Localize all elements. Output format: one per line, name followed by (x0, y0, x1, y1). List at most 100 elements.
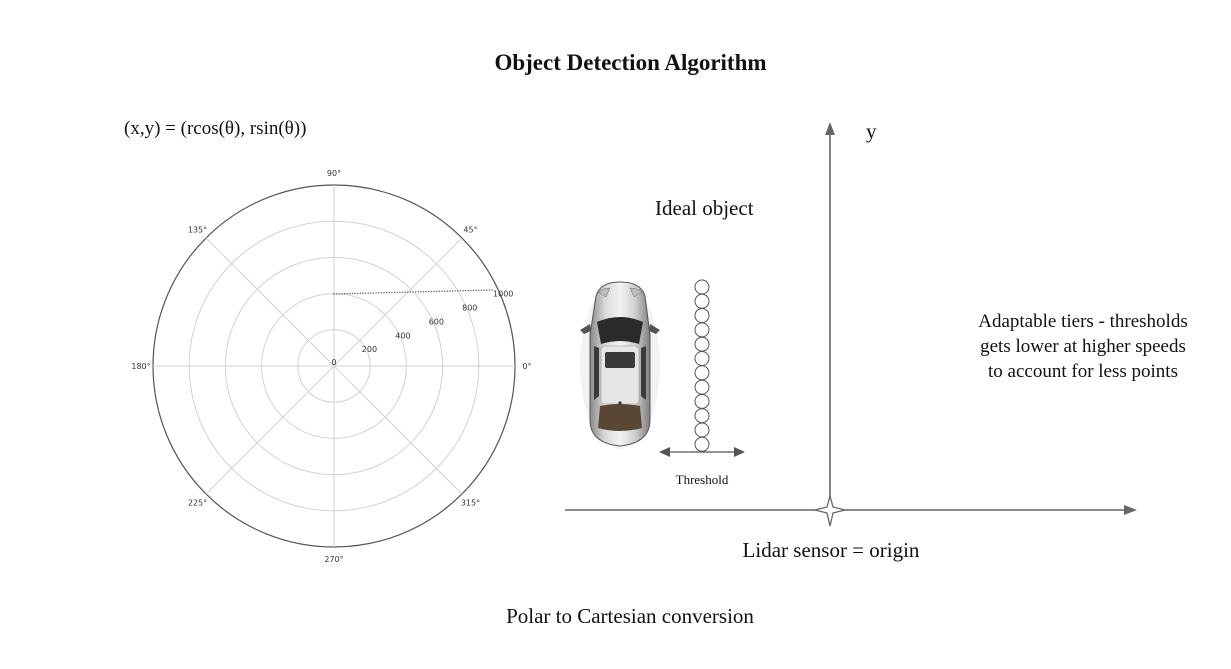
scan-point (446, 290, 448, 292)
scan-point (380, 292, 383, 294)
page-title: Object Detection Algorithm (494, 50, 767, 75)
angle-tick-label: 45° (463, 226, 477, 235)
scan-point (483, 289, 485, 291)
arrow-left-icon (659, 447, 670, 457)
object-point-circle (694, 351, 710, 366)
ideal-object-points (694, 279, 710, 452)
scan-point (472, 289, 475, 292)
scan-point (354, 292, 356, 295)
scan-point (362, 292, 364, 294)
object-point-circle (694, 322, 710, 338)
polar-spoke (205, 237, 335, 367)
scan-point (464, 289, 467, 292)
scan-point (364, 292, 367, 294)
scan-point (491, 289, 493, 291)
radial-tick-label: 0 (331, 358, 336, 367)
scan-point (441, 290, 443, 292)
angle-tick-label: 135° (188, 226, 207, 235)
scan-point (478, 289, 480, 292)
scan-point (449, 290, 451, 292)
scan-point (457, 290, 459, 292)
scan-point (443, 290, 446, 292)
scan-point (383, 292, 385, 294)
tiers-line: Adaptable tiers - thresholds (978, 311, 1188, 332)
polar-spoke (333, 237, 463, 367)
tiers-line: gets lower at higher speeds (980, 336, 1186, 357)
scan-point (346, 292, 348, 295)
scan-point (467, 289, 469, 292)
angle-tick-label: 180° (131, 362, 150, 371)
object-point-circle (694, 436, 710, 452)
scan-point (399, 291, 401, 294)
conversion-formula: (x,y) = (rcos(θ), rsin(θ)) (124, 118, 307, 139)
angle-tick-label: 0° (522, 362, 531, 371)
scan-point (343, 293, 346, 295)
scan-point (420, 291, 422, 293)
object-point-circle (694, 422, 710, 438)
scan-point (393, 291, 396, 294)
scan-point (425, 290, 427, 293)
car-top-view-icon (580, 281, 660, 449)
object-point-circle (694, 393, 710, 409)
object-point-circle (694, 365, 710, 381)
scan-point (396, 291, 398, 294)
x-axis-arrow-icon (1124, 505, 1137, 515)
threshold-label: Threshold (675, 472, 729, 487)
adaptable-tiers-note: Adaptable tiers - thresholds gets lower … (955, 309, 1211, 384)
scan-point (359, 292, 362, 295)
scan-point (433, 290, 435, 293)
scan-point (338, 293, 340, 295)
angle-tick-label: 225° (188, 498, 207, 507)
scan-point (438, 290, 441, 293)
scan-point (480, 289, 483, 291)
scan-point (385, 291, 388, 294)
scan-point (335, 293, 338, 295)
scan-point (454, 290, 456, 292)
polar-grid: 0°45°90°135°180°225°270°315°020040060080… (131, 169, 531, 564)
angle-tick-label: 315° (461, 498, 480, 507)
origin-label: Lidar sensor = origin (742, 538, 920, 562)
scan-point (462, 290, 464, 292)
scan-point (414, 291, 417, 293)
scan-point (388, 291, 390, 294)
scan-point (367, 292, 369, 294)
lidar-sensor-star-icon (814, 493, 846, 527)
object-point-circle (694, 336, 710, 352)
scan-point (349, 292, 351, 295)
scan-point (341, 293, 343, 295)
scan-point (370, 292, 372, 294)
arrow-right-icon (734, 447, 745, 457)
object-point-circle (694, 293, 710, 309)
polar-spoke (333, 365, 463, 495)
scan-point (488, 289, 491, 291)
angle-tick-label: 90° (327, 169, 341, 178)
scan-point (412, 291, 414, 293)
scan-point (422, 291, 425, 293)
scan-point (404, 291, 406, 293)
scan-point (475, 289, 477, 292)
polar-spoke (205, 365, 335, 495)
object-point-circle (694, 308, 710, 324)
scan-point (357, 292, 359, 295)
scan-point (409, 291, 412, 293)
radial-tick-label: 600 (429, 317, 444, 326)
radial-tick-label: 1000 (493, 290, 513, 299)
scan-point (375, 292, 377, 294)
scan-point (351, 292, 354, 295)
scan-point (378, 292, 380, 294)
scan-point (391, 291, 393, 294)
scan-point (459, 290, 462, 292)
object-point-circle (694, 408, 710, 424)
scan-point (470, 289, 472, 292)
threshold-arrow (659, 447, 745, 457)
object-point-circle (694, 379, 710, 395)
scan-point (372, 292, 375, 294)
tiers-line: to account for less points (988, 361, 1178, 382)
object-point-circle (694, 279, 710, 295)
scan-point (333, 293, 335, 295)
scan-point (401, 291, 404, 293)
scan-point (417, 291, 419, 293)
radial-tick-label: 800 (462, 304, 477, 313)
